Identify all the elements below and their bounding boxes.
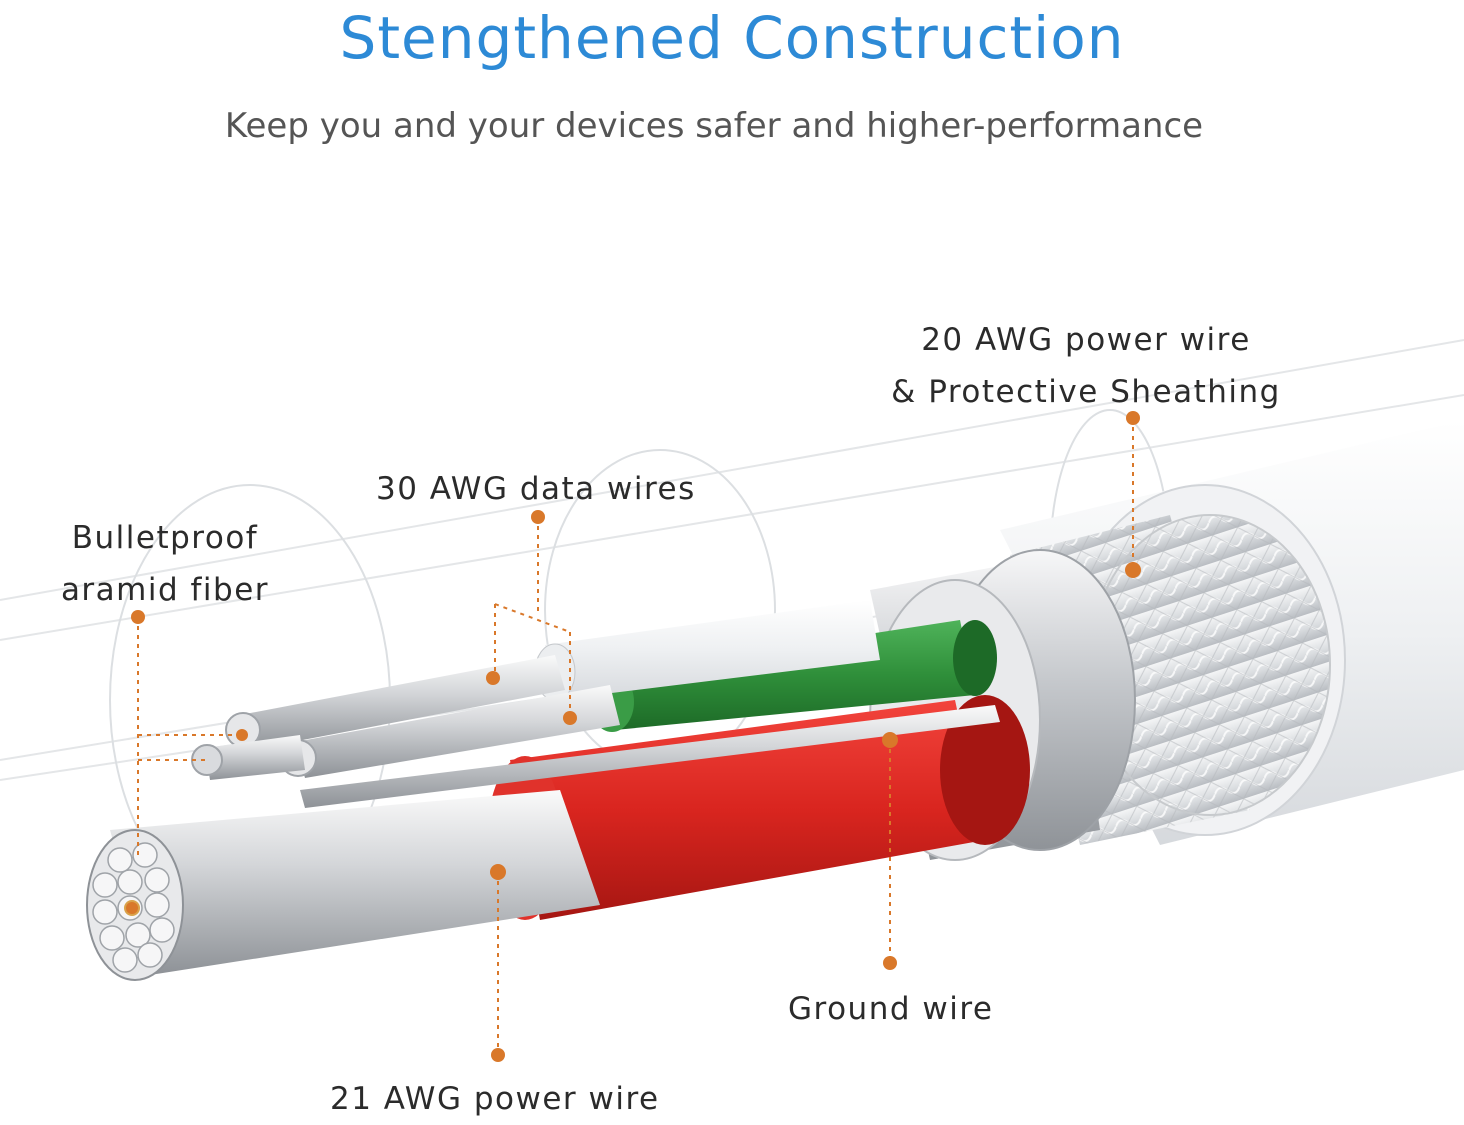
power-wire-bundle <box>86 790 600 981</box>
label-data-wires: 30 AWG data wires <box>376 471 696 507</box>
marker-data-2 <box>563 711 577 725</box>
leader-lines <box>137 418 1134 1055</box>
label-sheathing: 20 AWG power wire & Protective Sheathing <box>880 314 1292 418</box>
marker-sheath-top <box>1126 411 1140 425</box>
label-21awg-power-wire: 21 AWG power wire <box>330 1081 660 1117</box>
marker-dots <box>126 411 1141 1062</box>
marker-data-1 <box>486 671 500 685</box>
marker-ground-1 <box>882 732 898 748</box>
marker-bundle-core <box>126 902 138 914</box>
page-title: Stengthened Construction <box>339 4 1125 72</box>
label-sheathing-line1: 20 AWG power wire <box>921 322 1251 358</box>
label-aramid-line2: aramid fiber <box>60 572 270 608</box>
label-aramid-fiber: Bulletproof aramid fiber <box>40 512 290 616</box>
marker-sheath-1 <box>1125 562 1141 578</box>
marker-ground-2 <box>883 956 897 970</box>
page-subtitle: Keep you and your devices safer and high… <box>224 106 1204 146</box>
label-ground-wire: Ground wire <box>788 991 994 1027</box>
data-wire-strands <box>191 655 620 780</box>
label-sheathing-line2: & Protective Sheathing <box>891 374 1281 410</box>
ground-wire-strand <box>300 705 1000 808</box>
marker-aramid-top <box>131 610 145 624</box>
marker-data-top <box>531 510 545 524</box>
marker-power-1 <box>490 864 506 880</box>
marker-power-2 <box>491 1048 505 1062</box>
label-aramid-line1: Bulletproof <box>71 520 259 556</box>
marker-aramid-core <box>236 729 248 741</box>
